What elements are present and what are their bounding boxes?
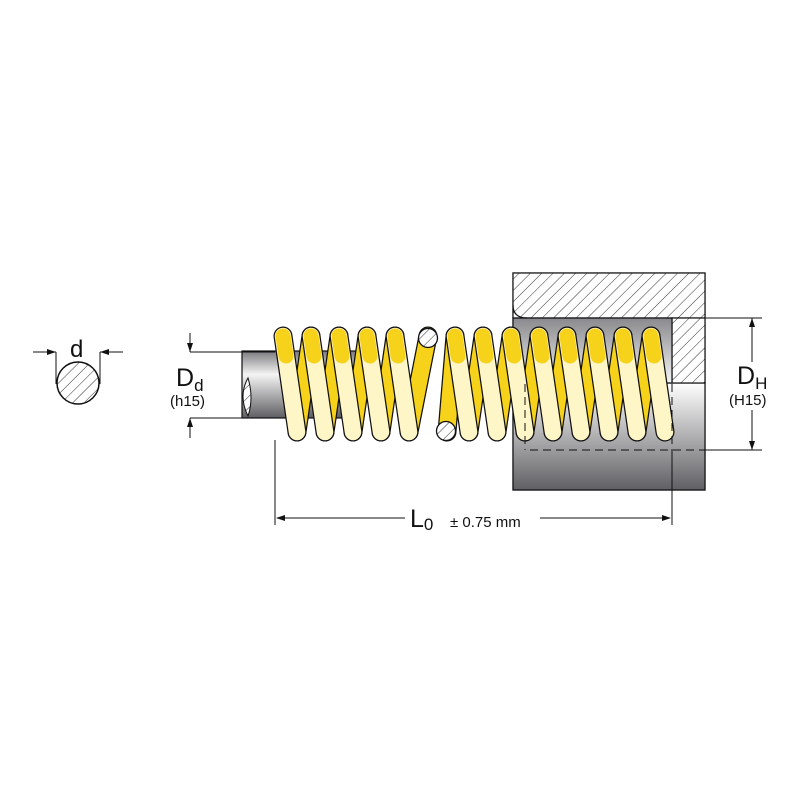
coil-highlight — [475, 328, 494, 364]
bore-diameter-symbol: D — [737, 362, 755, 390]
wire-section — [56, 361, 100, 405]
coil-highlight — [615, 328, 634, 364]
rod-diameter-subscript: d — [194, 376, 203, 395]
coil-highlight — [503, 328, 522, 364]
free-length-symbol: L — [410, 505, 424, 533]
coil-highlight — [387, 328, 406, 364]
bore-diameter-subscript: H — [755, 374, 767, 393]
coil-section — [417, 327, 439, 349]
coil-highlight — [643, 328, 662, 364]
arrow-icon — [100, 349, 109, 355]
rod-tolerance: (h15) — [170, 393, 205, 410]
free-length-subscript: 0 — [424, 515, 433, 534]
hidden-lines — [524, 384, 705, 451]
rod-break — [242, 376, 252, 418]
arrow-icon — [276, 515, 285, 521]
rod-diameter-dimension: Dd (h15) — [170, 333, 275, 438]
svg-text:Dd: Dd — [176, 364, 204, 395]
bore-tolerance: (H15) — [729, 392, 767, 409]
die-spring — [273, 326, 675, 442]
wire-section-detail: d — [33, 336, 123, 405]
wire-diameter-label: d — [70, 336, 83, 363]
arrow-icon — [187, 418, 193, 427]
coil-highlight — [303, 328, 322, 364]
svg-text:DH: DH — [737, 362, 767, 393]
arrow-icon — [749, 318, 755, 327]
arrow-icon — [47, 349, 56, 355]
bore-diameter-dimension: DH (H15) — [705, 317, 767, 451]
arrow-icon — [662, 515, 671, 521]
arrow-icon — [187, 343, 193, 352]
free-length-dimension: L0 ± 0.75 mm — [274, 440, 673, 534]
arrow-icon — [749, 441, 755, 450]
free-length-tolerance: ± 0.75 mm — [450, 514, 521, 531]
coil-highlight — [447, 328, 466, 364]
coil-section — [435, 420, 457, 442]
coil-highlight — [331, 328, 350, 364]
coil-highlight — [359, 328, 378, 364]
svg-text:L0: L0 — [410, 505, 433, 534]
coil-highlight — [587, 328, 606, 364]
coil-highlight — [531, 328, 550, 364]
coil-highlight — [559, 328, 578, 364]
rod-diameter-symbol: D — [176, 364, 194, 392]
coil-highlight — [275, 328, 294, 364]
